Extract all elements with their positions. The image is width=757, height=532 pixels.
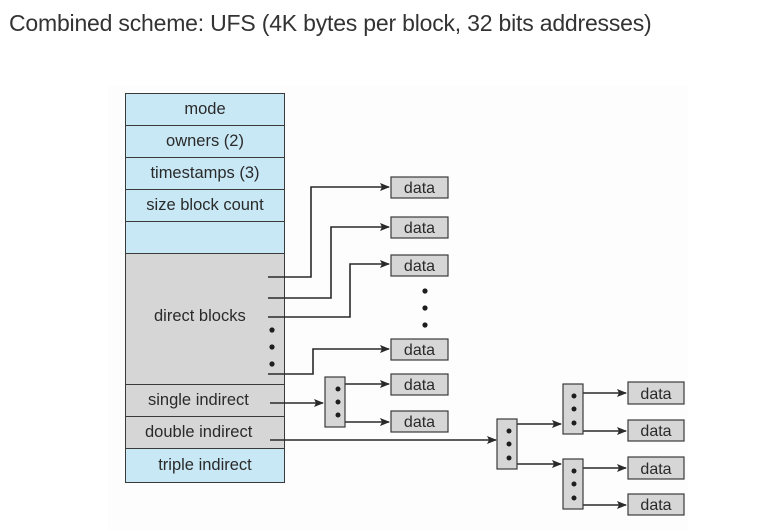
data-block-double-3: data — [627, 456, 685, 480]
data-label: data — [404, 220, 435, 237]
double-indirect-block — [496, 418, 518, 470]
data-block-single-2: data — [390, 410, 449, 433]
data-label: data — [640, 386, 671, 403]
inode-field-triple-indirect: triple indirect — [126, 449, 284, 482]
direct-blocks-ellipsis — [269, 327, 275, 367]
inode-field-mode: mode — [126, 94, 284, 126]
inode-field-empty — [126, 222, 284, 254]
second-level-block-1 — [562, 383, 584, 435]
data-block-double-2: data — [627, 419, 685, 442]
data-label: data — [404, 377, 435, 394]
single-indirect-block — [324, 376, 346, 428]
data-block-double-4: data — [627, 493, 685, 516]
slide-title: Combined scheme: UFS (4K bytes per block… — [9, 10, 652, 36]
data-label: data — [640, 423, 671, 440]
inode-table: mode owners (2) timestamps (3) size bloc… — [125, 93, 285, 483]
inode-field-timestamps: timestamps (3) — [126, 158, 284, 190]
direct-pointer-2 — [268, 223, 390, 299]
data-block-direct-n: data — [390, 338, 449, 361]
data-block-direct-2: data — [390, 216, 449, 239]
direct-pointer-1 — [268, 183, 390, 278]
direct-pointer-n — [268, 345, 390, 375]
direct-pointer-3 — [268, 260, 390, 318]
second-level-block-2 — [562, 458, 584, 510]
data-block-double-1: data — [627, 381, 685, 405]
inode-field-direct-blocks: direct blocks — [126, 254, 284, 385]
inode-field-single-indirect: single indirect — [126, 385, 284, 417]
data-blocks-ellipsis — [422, 288, 428, 328]
data-label: data — [640, 461, 671, 478]
data-label: data — [404, 258, 435, 275]
inode-field-size-block-count: size block count — [126, 190, 284, 222]
inode-field-owners: owners (2) — [126, 126, 284, 158]
data-block-single-1: data — [390, 373, 449, 396]
data-block-direct-1: data — [390, 176, 449, 199]
data-label: data — [404, 342, 435, 359]
inode-field-double-indirect: double indirect — [126, 417, 284, 449]
data-block-direct-3: data — [390, 254, 449, 277]
data-label: data — [640, 497, 671, 514]
data-label: data — [404, 180, 435, 197]
data-label: data — [404, 414, 435, 431]
